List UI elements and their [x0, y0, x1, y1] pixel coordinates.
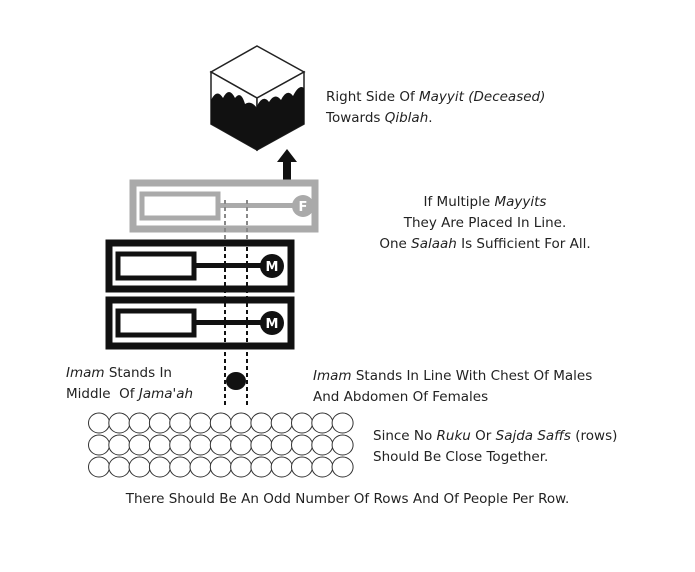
congregant-circle — [311, 434, 334, 456]
footer-note: There Should Be An Odd Number Of Rows An… — [125, 491, 570, 507]
congregant-circle — [230, 412, 253, 434]
congregant-circle — [189, 434, 212, 456]
congregant-circle — [148, 456, 171, 478]
congregant-circle — [128, 456, 151, 478]
congregant-circle — [250, 456, 273, 478]
congregant-circle — [270, 456, 293, 478]
congregant-circle — [209, 434, 232, 456]
congregant-circle — [108, 434, 131, 456]
congregant-circle — [291, 456, 313, 478]
congregant-circle — [108, 412, 131, 434]
male-badge: M — [266, 317, 279, 332]
congregant-circle — [311, 456, 334, 478]
congregant-circle — [230, 456, 253, 478]
congregant-circle — [128, 412, 151, 434]
imam-middle-note: Imam Stands In Middle Of Jama'ah — [66, 365, 194, 402]
congregation-rows — [88, 412, 354, 478]
congregant-circle — [291, 412, 313, 434]
congregant-circle — [88, 434, 110, 456]
male-mayyit-bier-1: M — [105, 239, 295, 293]
congregant-circle — [250, 434, 273, 456]
congregant-circle — [148, 412, 171, 434]
congregant-circle — [331, 412, 354, 434]
congregant-circle — [189, 456, 212, 478]
congregant-circle — [331, 434, 354, 456]
congregant-circle — [108, 456, 131, 478]
congregant-circle — [250, 412, 273, 434]
kaaba-icon — [209, 45, 306, 152]
imam-dot — [226, 372, 246, 390]
congregant-circle — [148, 434, 171, 456]
congregant-circle — [270, 434, 293, 456]
congregant-circle — [331, 456, 354, 478]
congregant-circle — [189, 412, 212, 434]
congregant-circle — [128, 434, 151, 456]
congregant-circle — [169, 412, 192, 434]
arrow-up-icon — [277, 149, 297, 182]
congregant-circle — [88, 456, 110, 478]
congregant-circle — [169, 434, 192, 456]
congregant-circle — [291, 434, 313, 456]
imam-chest-note: Imam Stands In Line With Chest Of Males … — [313, 368, 593, 405]
congregant-circle — [169, 456, 192, 478]
congregant-circle — [270, 412, 293, 434]
multiple-mayyits-note: If Multiple Mayyits They Are Placed In L… — [379, 194, 591, 252]
congregant-circle — [209, 412, 232, 434]
congregant-circle — [230, 434, 253, 456]
kaaba-note: Right Side Of Mayyit (Deceased) Towards … — [326, 89, 546, 126]
congregant-circle — [209, 456, 232, 478]
male-mayyit-bier-2: M — [105, 296, 295, 350]
female-badge: F — [299, 200, 308, 215]
congregant-circle — [311, 412, 334, 434]
alignment-guides — [224, 200, 248, 408]
male-badge: M — [266, 260, 279, 275]
rows-note: Since No Ruku Or Sajda Saffs (rows) Shou… — [373, 428, 618, 465]
congregant-circle — [88, 412, 110, 434]
